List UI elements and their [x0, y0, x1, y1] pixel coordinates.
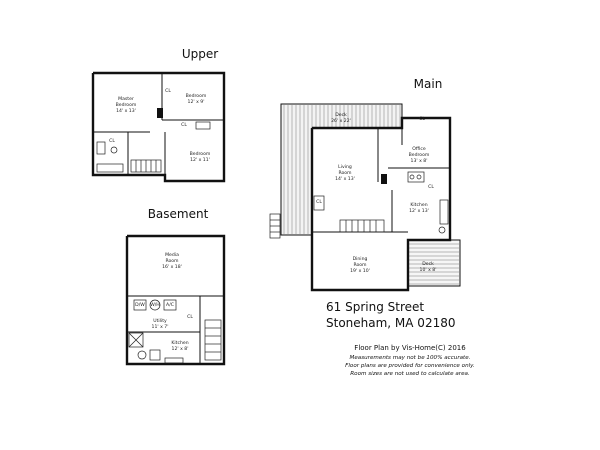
small-deck-hatching	[409, 243, 459, 285]
basement-stairs	[204, 319, 222, 361]
main-deck-small-dim: 10' x 8'	[420, 267, 437, 273]
upper-stairs	[130, 159, 162, 173]
main-outer-wall	[310, 116, 452, 292]
main-kitchen-fixtures	[407, 171, 449, 234]
main-front-steps	[269, 213, 281, 239]
upper-closet-1: CL	[109, 138, 115, 144]
main-living-name: Living	[338, 164, 352, 170]
upper-master-name: Master	[118, 96, 134, 102]
address-street: 61 Spring Street	[326, 300, 425, 314]
deck-hatching	[283, 105, 401, 234]
basement-kitchen-dim: 12' x 8'	[172, 346, 189, 352]
basement-ac-label: A/C	[166, 302, 174, 308]
upper-outer-wall	[91, 71, 226, 183]
basement-mechanical	[128, 332, 144, 348]
basement-media-name: Media	[165, 252, 179, 258]
main-kitchen-name: Kitchen	[410, 202, 427, 208]
main-closet-1: CL	[419, 116, 425, 122]
main-deck-top-dim: 26' x 22'	[331, 118, 351, 124]
basement-kitchen-fixtures	[137, 349, 184, 364]
main-chimney	[381, 174, 387, 184]
basement-wh-label: W/H	[150, 302, 160, 308]
upper-master-dim: 14' x 13'	[116, 108, 136, 114]
main-kitchen-dim: 12' x 13'	[409, 208, 429, 214]
credit-line-4: Room sizes are not used to calculate are…	[350, 371, 470, 377]
main-closet-3: CL	[428, 184, 434, 190]
main-living-dim: 14' x 13'	[335, 176, 355, 182]
upper-bed2-dim: 12' x 11'	[190, 157, 210, 163]
main-stairs	[339, 219, 385, 233]
main-floor: Main	[269, 77, 461, 292]
main-deck-top-name: Deck	[335, 112, 347, 118]
main-floor-title: Main	[414, 77, 443, 91]
main-deck-small-name: Deck	[422, 261, 434, 267]
main-closet-2: CL	[316, 199, 322, 205]
basement-dw-label: D/W	[135, 302, 145, 308]
upper-floor: Upper Master Bedroom 14' x 13' Bedroom	[91, 47, 226, 183]
main-closet-box	[313, 195, 325, 211]
upper-bed2-name: Bedroom	[190, 151, 211, 157]
main-dining-name2: Room	[353, 262, 367, 268]
upper-bath-fixtures	[96, 141, 124, 173]
basement-appliances	[133, 299, 177, 311]
main-office-name2: Bedroom	[409, 152, 430, 158]
upper-bed1-name: Bedroom	[186, 93, 207, 99]
basement-media-name2: Room	[165, 258, 179, 264]
main-office-dim: 13' x 8'	[411, 158, 428, 164]
credit-line-2: Measurements may not be 100% accurate.	[349, 355, 471, 361]
upper-bed1-dim: 12' x 9'	[188, 99, 205, 105]
main-dining-name: Dining	[353, 256, 368, 262]
main-dining-dim: 19' x 10'	[350, 268, 370, 274]
basement-kitchen-name: Kitchen	[171, 340, 188, 346]
basement-floor-title: Basement	[148, 207, 209, 221]
upper-floor-title: Upper	[182, 47, 218, 61]
credit-line-1: Floor Plan by Vis-Home(C) 2016	[354, 344, 466, 352]
basement-utility-dim: 11' x 7'	[152, 324, 169, 330]
main-deck-small	[407, 239, 461, 287]
basement-utility-name: Utility	[153, 318, 167, 324]
upper-chimney	[157, 108, 163, 118]
basement-outer-wall	[125, 234, 226, 366]
upper-closet-shelf	[195, 121, 211, 130]
upper-closet-2: CL	[181, 122, 187, 128]
main-living-name2: Room	[338, 170, 352, 176]
upper-master-name2: Bedroom	[116, 102, 137, 108]
basement-closet: CL	[187, 314, 193, 320]
main-office-name: Office	[412, 146, 426, 152]
upper-closet-3: CL	[165, 88, 171, 94]
basement-media-dim: 16' x 18'	[162, 264, 182, 270]
basement-floor: Basement Media Room 16'	[125, 207, 226, 366]
address-city: Stoneham, MA 02180	[326, 316, 456, 330]
credit-line-3: Floor plans are provided for convenience…	[345, 363, 475, 369]
